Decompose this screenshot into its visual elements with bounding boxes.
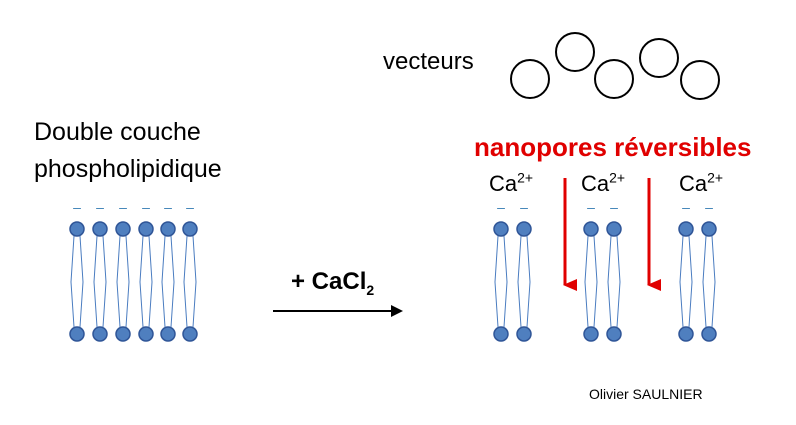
reagent-label: + CaCl2 <box>291 268 375 298</box>
lipid-tail <box>688 235 693 328</box>
phospholipid-icon: – <box>115 199 131 342</box>
negative-charge-mark: – <box>520 199 528 215</box>
vector-circle-icon <box>639 38 679 78</box>
lipid-head <box>516 221 532 237</box>
vector-circle-icon <box>555 32 595 72</box>
lipid-tail <box>183 235 188 328</box>
lipid-head <box>69 221 85 237</box>
lipid-tail <box>192 235 197 328</box>
lipid-head <box>493 221 509 237</box>
nanopores-label: nanopores réversibles <box>474 132 752 162</box>
left-label-line1: Double couche <box>34 118 201 146</box>
negative-charge-mark: – <box>142 199 150 215</box>
lipid-head <box>516 326 532 342</box>
phospholipid-icon: – <box>678 199 694 342</box>
phospholipid-icon: – <box>182 199 198 342</box>
phospholipid-icon: – <box>92 199 108 342</box>
vector-circle-icon <box>594 59 634 99</box>
lipid-tail <box>102 235 107 328</box>
lipid-head <box>701 326 717 342</box>
negative-charge-mark: – <box>164 199 172 215</box>
lipid-head <box>160 221 176 237</box>
lipid-tail <box>93 235 98 328</box>
lipid-tail <box>679 235 684 328</box>
lipid-tail <box>170 235 175 328</box>
lipid-head <box>583 326 599 342</box>
left-label-line2: phospholipidique <box>34 155 222 183</box>
phospholipid-icon: – <box>493 199 509 342</box>
lipid-head <box>115 326 131 342</box>
lipid-head <box>182 221 198 237</box>
lipid-tail <box>711 235 716 328</box>
lipid-head <box>583 221 599 237</box>
lipid-tail <box>616 235 621 328</box>
phospholipid-icon: – <box>69 199 85 342</box>
lipid-tail <box>79 235 84 328</box>
phospholipid-icon: – <box>583 199 599 342</box>
negative-charge-mark: – <box>186 199 194 215</box>
vector-circle-icon <box>510 59 550 99</box>
lipid-tail <box>702 235 707 328</box>
lipid-head <box>606 221 622 237</box>
vector-circle-icon <box>680 60 720 100</box>
phospholipid-icon: – <box>516 199 532 342</box>
lipid-tail <box>148 235 153 328</box>
lipid-tail <box>593 235 598 328</box>
lipid-tail <box>517 235 522 328</box>
lipid-head <box>493 326 509 342</box>
phospholipid-icon: – <box>701 199 717 342</box>
lipid-tail <box>526 235 531 328</box>
negative-charge-mark: – <box>682 199 690 215</box>
lipid-head <box>606 326 622 342</box>
vectors-label: vecteurs <box>383 48 474 75</box>
calcium-ion-label: Ca2+ <box>489 169 534 196</box>
lipid-tail <box>607 235 612 328</box>
negative-charge-mark: – <box>119 199 127 215</box>
lipid-head <box>182 326 198 342</box>
negative-charge-mark: – <box>610 199 618 215</box>
lipid-head <box>160 326 176 342</box>
lipid-tail <box>70 235 75 328</box>
negative-charge-mark: – <box>587 199 595 215</box>
lipid-head <box>138 221 154 237</box>
lipid-head <box>92 326 108 342</box>
lipid-tail <box>161 235 166 328</box>
lipid-head <box>115 221 131 237</box>
calcium-ion-label: Ca2+ <box>679 169 724 196</box>
negative-charge-mark: – <box>96 199 104 215</box>
calcium-ion-label: Ca2+ <box>581 169 626 196</box>
negative-charge-mark: – <box>705 199 713 215</box>
lipid-head <box>678 326 694 342</box>
phospholipid-icon: – <box>606 199 622 342</box>
negative-charge-mark: – <box>73 199 81 215</box>
lipid-tail <box>116 235 121 328</box>
lipid-head <box>92 221 108 237</box>
phospholipid-icon: – <box>138 199 154 342</box>
lipid-tail <box>584 235 589 328</box>
lipid-tail <box>139 235 144 328</box>
lipid-tail <box>125 235 130 328</box>
negative-charge-mark: – <box>497 199 505 215</box>
vectors-group <box>510 32 720 100</box>
lipid-head <box>701 221 717 237</box>
author-credit: Olivier SAULNIER <box>589 386 703 402</box>
lipid-tail <box>494 235 499 328</box>
lipid-tail <box>503 235 508 328</box>
membranes-group: –––––––––––– <box>69 199 717 342</box>
lipid-head <box>69 326 85 342</box>
phospholipid-icon: – <box>160 199 176 342</box>
lipid-head <box>678 221 694 237</box>
lipid-head <box>138 326 154 342</box>
